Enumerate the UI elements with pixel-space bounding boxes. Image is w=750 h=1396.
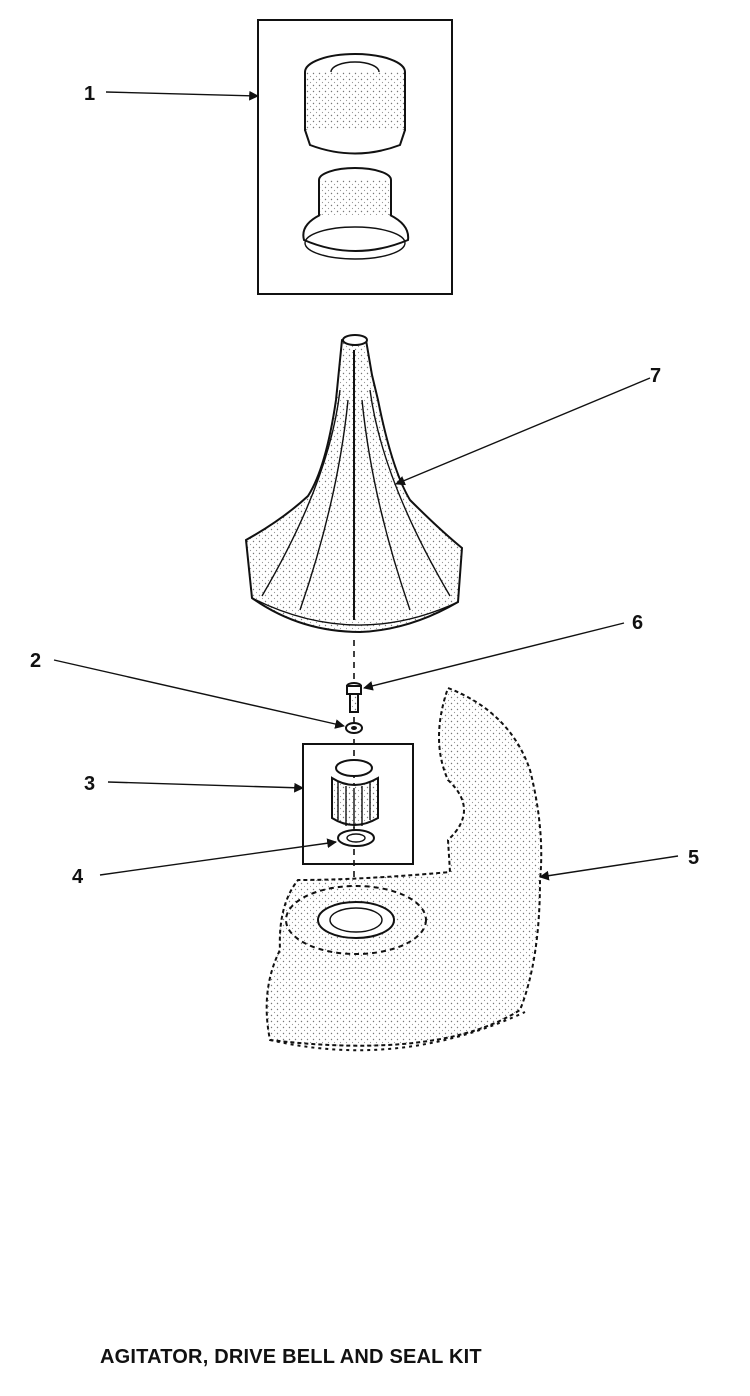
leader-lines [53,90,679,881]
diagram-caption: AGITATOR, DRIVE BELL AND SEAL KIT [100,1346,482,1368]
callout-5: 5 [688,847,699,869]
seal-kit-illustration [257,19,453,295]
callout-1: 1 [84,83,95,105]
callout-2: 2 [30,650,41,672]
callout-7: 7 [650,365,661,387]
drive-bell-illustration [302,743,414,865]
bolt-illustration [346,682,362,713]
callout-6: 6 [632,612,643,634]
wash-tub-illustration [265,686,543,1052]
callout-3: 3 [84,773,95,795]
washer-illustration [345,722,363,734]
seal-illustration [337,829,375,847]
agitator-illustration [244,334,464,634]
callout-4: 4 [72,866,84,888]
